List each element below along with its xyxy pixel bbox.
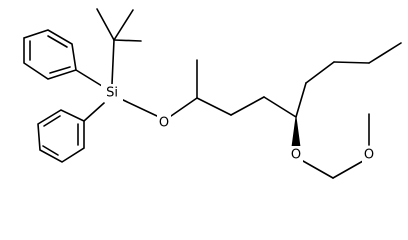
atom-label-si: Si — [106, 86, 118, 101]
bond-c4-c5 — [263, 96, 297, 118]
bond-c3-c4 — [230, 96, 265, 116]
ring-ph1-double-a — [47, 35, 68, 48]
atom-label-o-mom-outer: O — [364, 148, 374, 163]
main-chain — [230, 42, 402, 118]
silyl-ether-linkage — [120, 59, 232, 117]
ring-ph2 — [37, 109, 85, 163]
bond-cq-me2 — [113, 9, 134, 41]
ring-ph1 — [23, 29, 77, 80]
ring-ph1-double-c — [49, 66, 71, 74]
molecule-structure: Si O O O — [23, 8, 402, 179]
bond-si-ph2 — [83, 102, 105, 122]
phenyl-ring-top — [23, 29, 103, 87]
bond-cq-me1 — [96, 8, 115, 41]
bond-ch2-o — [332, 160, 364, 179]
tert-butyl-group — [96, 8, 142, 85]
atom-label-o-mom-inner: O — [291, 148, 301, 163]
phenyl-ring-bottom — [37, 102, 105, 163]
bond-si-o — [120, 98, 158, 117]
bond-c2-c3 — [196, 97, 232, 116]
si-label-bg — [101, 84, 123, 102]
atom-labels: Si O O O — [101, 84, 376, 164]
bond-c6-c7 — [305, 61, 335, 84]
ring-ph2-double-c — [43, 115, 61, 127]
mom-ether-group — [291, 113, 370, 179]
bond-c5-c6 — [295, 82, 307, 118]
bond-cq-me3 — [113, 39, 142, 42]
stereo-wedge-bond — [291, 116, 301, 148]
ring-ph2-double-b — [42, 145, 59, 156]
bond-o-c2 — [170, 97, 198, 117]
o-mom-outer-label-bg — [362, 146, 376, 164]
bond-c7-c8 — [333, 61, 370, 64]
bond-si-ph1 — [75, 69, 103, 87]
atom-label-o-silyl-ether: O — [159, 116, 169, 131]
bond-si-cq — [111, 39, 115, 85]
o-silyl-label-bg — [157, 115, 171, 133]
o-mom-inner-label-bg — [289, 146, 303, 164]
bond-c8-c9 — [368, 42, 402, 64]
bond-o-ch2 — [302, 160, 334, 179]
